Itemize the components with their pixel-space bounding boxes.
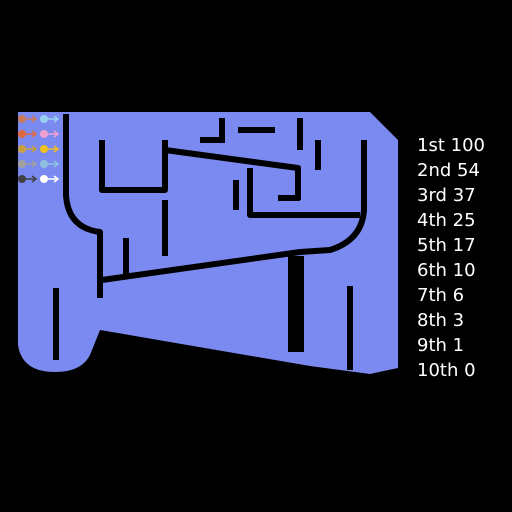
leaderboard-entry-2: 2nd 54	[417, 160, 480, 181]
leaderboard-entry-7: 7th 6	[417, 285, 465, 306]
racer-icon	[18, 115, 38, 123]
leaderboard-entry-1: 1st 100	[417, 135, 485, 156]
racer-icon	[40, 130, 60, 138]
leaderboard-entry-6: 6th 10	[417, 260, 476, 281]
racer-icon	[40, 175, 60, 183]
maze-posts	[53, 286, 353, 370]
leaderboard-entry-3: 3rd 37	[417, 185, 476, 206]
racer-icon	[18, 160, 38, 168]
leaderboard-entry-10: 10th 0	[417, 360, 476, 381]
racer-grid	[18, 115, 60, 183]
racer-icon	[18, 175, 38, 183]
leaderboard-entry-5: 5th 17	[417, 235, 476, 256]
leaderboard-entry-4: 4th 25	[417, 210, 476, 231]
maze-pillars	[288, 256, 304, 352]
leaderboard-entry-8: 8th 3	[417, 310, 465, 331]
racer-icon	[18, 145, 38, 153]
leaderboard-entry-9: 9th 1	[417, 335, 465, 356]
maze-walls	[63, 114, 367, 298]
racer-icon	[40, 115, 60, 123]
racer-icon	[40, 160, 60, 168]
racer-icon	[18, 130, 38, 138]
racer-icon	[40, 145, 60, 153]
leaderboard: 1st 100 2nd 54 3rd 37 4th 25 5th 17 6th …	[417, 133, 485, 383]
